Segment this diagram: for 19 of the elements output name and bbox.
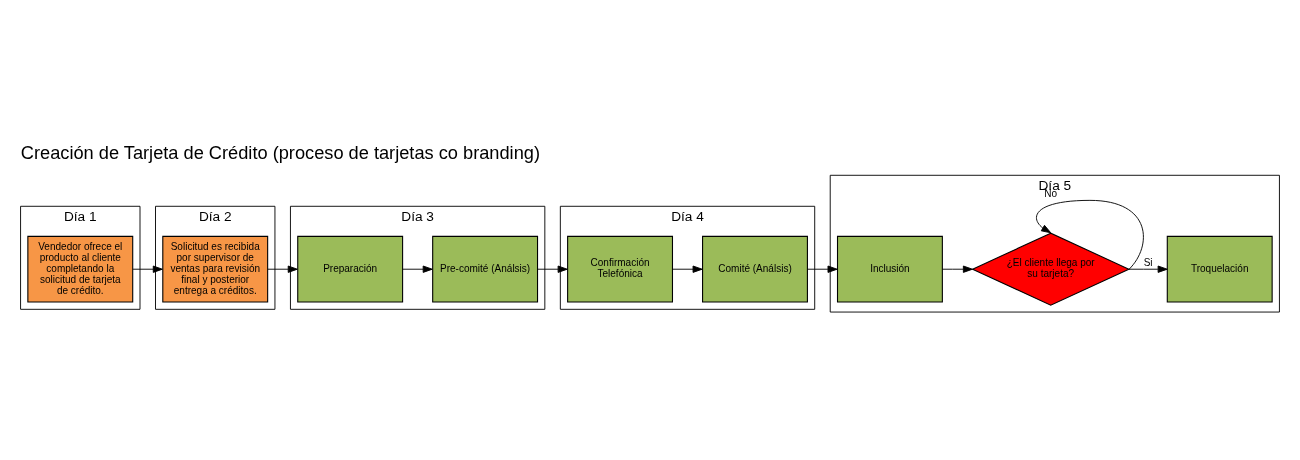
arrow <box>132 265 163 273</box>
node-box: Comité (Análsis) <box>702 235 808 303</box>
node-box: Vendedor ofrece el producto al cliente completando la solicitud de tarjeta de crédito. <box>27 235 134 303</box>
diagram-title: Creación de Tarjeta de Crédito (proceso de tarjetas co branding) <box>20 141 541 163</box>
arrow <box>1128 265 1168 273</box>
arrow <box>267 265 298 273</box>
node-box: Troquelación <box>1166 235 1273 303</box>
node-box: Pre-comité (Análsis) <box>432 235 539 303</box>
node-box: Inclusión <box>836 235 943 303</box>
arrow <box>807 265 838 273</box>
arrow <box>537 265 568 273</box>
node-box: Confirmación Telefónica <box>567 235 674 303</box>
arrow <box>942 265 973 273</box>
node-diamond: ¿El cliente llega por su tarjeta? <box>971 232 1131 306</box>
edge-label: Si <box>1143 257 1153 269</box>
node-box: Solicitud es recibida por supervisor de ventas para revisión final y posterior entrega a créditos. <box>162 235 269 303</box>
arrow <box>672 265 703 273</box>
arrow <box>402 265 433 273</box>
node-box: Preparación <box>297 235 404 303</box>
